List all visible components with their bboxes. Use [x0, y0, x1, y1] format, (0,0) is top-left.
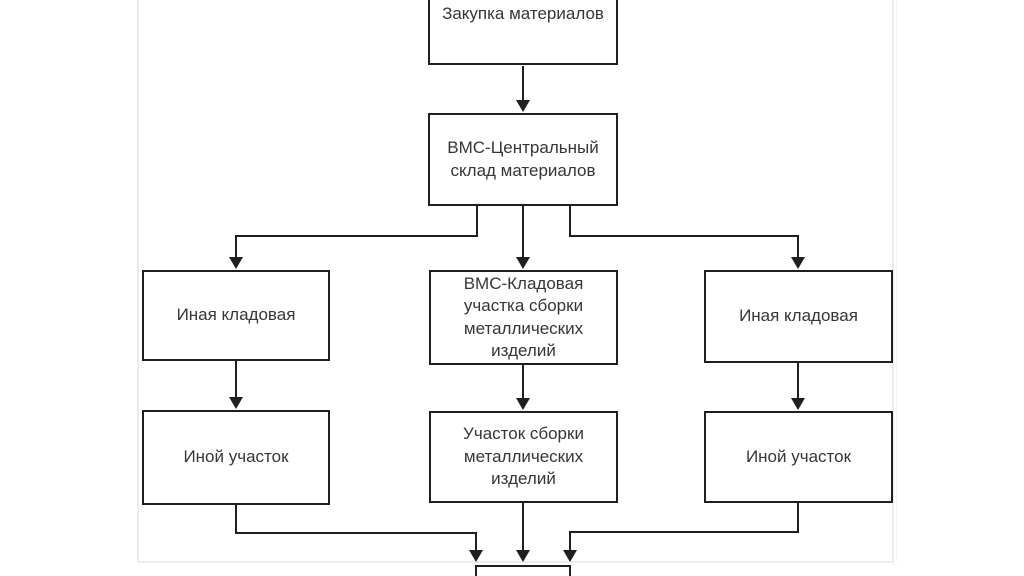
arrowhead: [516, 398, 530, 410]
node-storeroom-assembly: ВМС-Кладовая участка сборки металлически…: [429, 270, 618, 365]
node-label: ВМС-Кладовая участка сборки металлически…: [463, 273, 584, 361]
node-label: Иной участок: [183, 447, 289, 467]
connector-section-right-to-bottom: [569, 503, 799, 550]
arrowhead: [516, 100, 530, 112]
node-storeroom-other-right: Иная кладовая: [704, 270, 893, 363]
arrowhead: [229, 397, 243, 409]
connector-central-to-storeroom-left: [235, 206, 478, 257]
node-section-assembly: Участок сборки металлических изделий: [429, 411, 618, 503]
node-label: Иная кладовая: [176, 305, 296, 325]
node-purchase: Закупка материалов: [428, 0, 618, 65]
node-label: Иная кладовая: [739, 306, 858, 326]
node-label: Иной участок: [745, 446, 852, 466]
arrowhead: [229, 257, 243, 269]
connector-section-left-to-bottom: [235, 505, 477, 550]
arrowhead: [791, 257, 805, 269]
node-label: ВМС-Центральный склад материалов: [447, 138, 599, 180]
node-bottom-cut-off: [475, 565, 571, 576]
page-edge-right: [892, 0, 894, 562]
node-label: Участок сборки металлических изделий: [463, 424, 584, 489]
node-section-other-right: Иной участок: [704, 411, 893, 503]
arrowhead: [791, 398, 805, 410]
arrowhead: [516, 257, 530, 269]
node-label: Закупка материалов: [442, 4, 604, 24]
node-central-warehouse: ВМС-Центральный склад материалов: [428, 113, 618, 206]
page-edge-left: [137, 0, 139, 562]
page-edge-bottom: [137, 561, 894, 563]
page-edge-right-outer: [896, 0, 897, 562]
connector-central-to-storeroom-right: [569, 206, 799, 257]
node-section-other-left: Иной участок: [142, 410, 330, 505]
node-storeroom-other-left: Иная кладовая: [142, 270, 330, 361]
